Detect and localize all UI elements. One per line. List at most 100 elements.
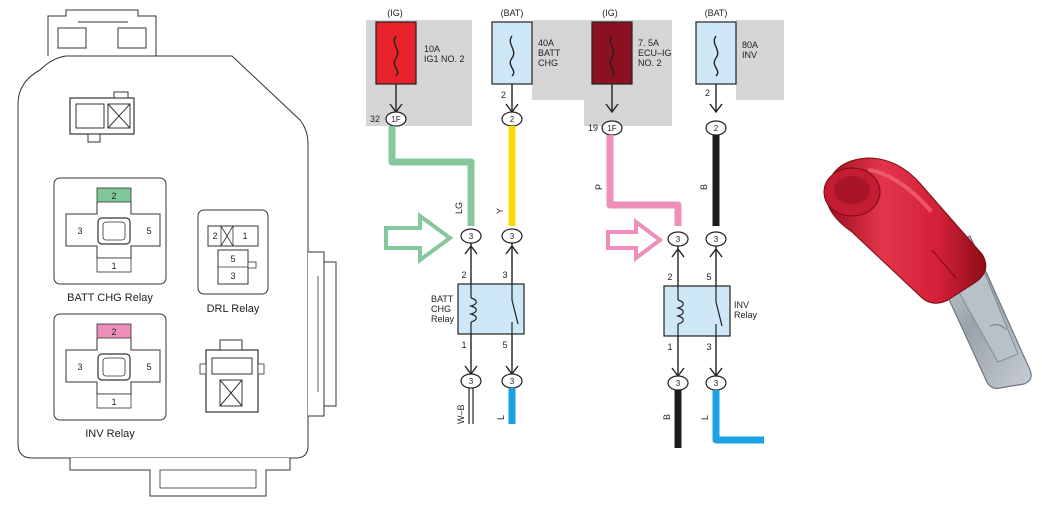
connector-1f <box>385 111 407 127</box>
top-connector <box>69 91 135 143</box>
wire-l-output <box>712 390 764 444</box>
connector-label: 2 <box>714 124 719 133</box>
relay-box-side-clip <box>308 251 325 417</box>
pin-label: 3 <box>77 226 82 236</box>
fuse-10a <box>375 21 417 85</box>
fuse-name: IG1 NO. 2 <box>424 54 465 64</box>
wire-color-label: P <box>594 184 604 190</box>
relay-pin-number: 2 <box>667 272 672 282</box>
pin-number: 2 <box>501 90 506 100</box>
relay-box-top-tab <box>117 27 147 49</box>
fuse-80a <box>695 21 737 85</box>
batt-chg-relay <box>457 283 525 335</box>
circuit-batt-chg: (IG) (BAT) 10A IG1 NO. 2 40A BATT CHG 32… <box>366 8 584 424</box>
pin-label: 5 <box>146 362 151 372</box>
source-label-ig: (IG) <box>602 8 618 18</box>
pin-label: 2 <box>111 327 116 337</box>
wire-color-label: B <box>662 414 672 420</box>
fuse-rating: 7. 5A <box>638 38 659 48</box>
relay-pin-number: 3 <box>706 342 711 352</box>
pin-number: 19 <box>588 123 598 133</box>
pin-label: 1 <box>111 261 116 271</box>
relay-pin-number: 3 <box>502 270 507 280</box>
wire-color-label: L <box>496 415 506 420</box>
fuse-name: CHG <box>538 58 558 68</box>
bat-fuse-panel <box>532 20 584 100</box>
fuse-name: ECU–IG <box>638 48 672 58</box>
relay-box-top-latch <box>47 9 157 56</box>
relay-box: 2 3 5 1 BATT CHG Relay 2 3 5 1 INV Relay <box>17 9 337 497</box>
spade-terminal-illustration <box>823 157 1032 389</box>
relay-name: CHG <box>431 304 451 314</box>
pin-label: 5 <box>230 254 235 264</box>
bat-fuse-panel <box>736 20 784 100</box>
inv-relay-label: INV Relay <box>85 428 135 440</box>
pin-number: 2 <box>705 88 710 98</box>
fuse-name: INV <box>742 50 757 60</box>
connector-label: 3 <box>510 377 515 386</box>
relay-box-bottom-latch <box>69 458 291 497</box>
relay-pin-number: 5 <box>502 340 507 350</box>
relay-box-top-tab <box>57 27 87 49</box>
connector-label: 1F <box>607 124 616 133</box>
pin-label: 5 <box>146 226 151 236</box>
fuse-rating: 40A <box>538 38 554 48</box>
connector-label: 3 <box>676 235 681 244</box>
batt-chg-relay-socket: 2 3 5 1 <box>53 177 167 285</box>
inv-relay <box>663 285 731 337</box>
fuse-7-5a <box>591 21 633 85</box>
wire-color-label: B <box>699 184 709 190</box>
pin-label: 1 <box>111 397 116 407</box>
wire-color-label: W–B <box>456 404 466 424</box>
fuse-rating: 10A <box>424 44 440 54</box>
fuse-symbol <box>393 35 399 77</box>
bottom-right-connector <box>199 339 265 413</box>
pin-label: 3 <box>77 362 82 372</box>
wire-color-label: Y <box>495 208 505 214</box>
relay-name: Relay <box>734 310 758 320</box>
relay-switch <box>511 299 519 325</box>
fuse-40a <box>491 21 533 85</box>
connector-label: 2 <box>510 115 515 124</box>
pin-label: 1 <box>242 231 247 241</box>
pin-2-highlight <box>96 323 132 339</box>
connector-label: 3 <box>714 379 719 388</box>
wire-p <box>606 135 682 226</box>
wire-color-label: LG <box>454 202 464 214</box>
wire-lg <box>388 126 475 226</box>
connector-label: 3 <box>676 379 681 388</box>
drl-relay-socket: 2 1 5 3 <box>197 209 269 295</box>
arrow-indicator-green <box>384 212 454 264</box>
fuse-name: BATT <box>538 48 561 58</box>
connector-label: 3 <box>714 235 719 244</box>
relay-pin-number: 2 <box>461 270 466 280</box>
pin-number: 32 <box>370 114 380 124</box>
relay-pin-number: 1 <box>461 340 466 350</box>
relay-switch <box>715 301 723 327</box>
inv-relay-socket: 2 3 5 1 <box>53 313 167 421</box>
pin-label: 2 <box>212 231 217 241</box>
fuse-rating: 80A <box>742 40 758 50</box>
fuse-symbol <box>609 35 615 77</box>
connector-label: 3 <box>510 232 515 241</box>
relay-pin-number: 1 <box>667 342 672 352</box>
relay-coil <box>675 299 684 325</box>
fuse-symbol <box>509 35 515 77</box>
relay-pin-number: 5 <box>706 272 711 282</box>
circuit-inv: (IG) (BAT) 7. 5A ECU–IG NO. 2 80A INV 19… <box>584 8 784 448</box>
fuse-name: NO. 2 <box>638 58 662 68</box>
pin-label: 2 <box>111 191 116 201</box>
arrow-indicator-pink <box>606 218 664 262</box>
connector-label: 3 <box>469 377 474 386</box>
connector-label: 1F <box>391 115 400 124</box>
source-label-bat: (BAT) <box>501 8 524 18</box>
pin-2-highlight <box>96 187 132 203</box>
source-label-ig: (IG) <box>387 8 403 18</box>
source-label-bat: (BAT) <box>705 8 728 18</box>
pin-label: 3 <box>230 271 235 281</box>
wire-color-label: L <box>700 415 710 420</box>
relay-name: Relay <box>431 314 455 324</box>
connector-label: 3 <box>469 232 474 241</box>
relay-name: BATT <box>431 294 454 304</box>
